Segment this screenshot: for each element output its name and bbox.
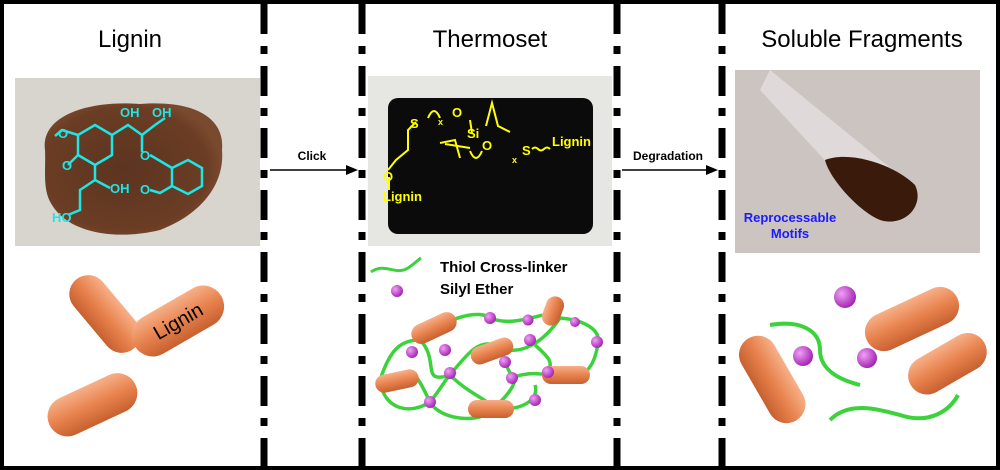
overlay-text-1: Reprocessable xyxy=(744,210,837,225)
crosslinker-legend-icon xyxy=(370,256,422,274)
rod xyxy=(864,286,960,352)
chem-o-2: O xyxy=(62,158,72,173)
separators xyxy=(260,4,726,466)
rod xyxy=(908,332,987,395)
soluble-fragments xyxy=(739,286,987,424)
chem-o-1: O xyxy=(58,126,68,141)
click-label: Click xyxy=(298,149,327,163)
thermoset-structure xyxy=(387,99,551,190)
chem-oh-2: OH xyxy=(152,105,172,120)
lignin-powder-photo: OH OH OH HO O O O O xyxy=(15,78,260,246)
lignin-structure xyxy=(54,116,204,217)
rod xyxy=(69,275,141,353)
silyl-legend-icon xyxy=(391,285,403,297)
legend: Thiol Cross-linker Silyl Ether xyxy=(370,256,568,298)
vial-photo: Reprocessable Motifs xyxy=(735,70,980,253)
chem-o-3: O xyxy=(140,148,150,163)
chem-o-3: O xyxy=(383,169,393,184)
chem-si: Si xyxy=(467,126,479,141)
click-arrow: Click xyxy=(270,149,358,175)
degradation-label: Degradation xyxy=(633,149,703,163)
silyl-ether xyxy=(834,286,856,308)
chem-o-4: O xyxy=(140,182,150,197)
chem-ho: HO xyxy=(52,210,72,225)
rod-labeled xyxy=(131,285,225,357)
chem-s-1: S xyxy=(410,116,419,131)
rod xyxy=(739,335,806,424)
title-thermoset: Thermoset xyxy=(433,26,548,53)
degradation-arrow: Degradation xyxy=(622,149,718,175)
title-soluble-fragments: Soluble Fragments xyxy=(761,26,962,53)
lignin-rods: Lignin xyxy=(47,275,225,437)
crosslinker-fragment xyxy=(769,321,861,387)
legend-thiol-label: Thiol Cross-linker xyxy=(440,259,568,276)
silyl-ether xyxy=(793,346,813,366)
thermoset-photo: S x O Si O x S Lignin O Lignin xyxy=(368,76,612,246)
chem-lignin-2: Lignin xyxy=(552,134,591,149)
chem-x-1: x xyxy=(438,117,443,127)
overlay-text-2: Motifs xyxy=(771,226,809,241)
chem-s-2: S xyxy=(522,143,531,158)
chem-o-2: O xyxy=(482,138,492,153)
chem-oh-1: OH xyxy=(120,105,140,120)
crosslinker-fragment xyxy=(828,393,960,422)
chem-o-1: O xyxy=(452,105,462,120)
silyl-ether xyxy=(857,348,877,368)
chem-oh-3: OH xyxy=(110,181,130,196)
rod xyxy=(47,373,138,437)
chem-x-2: x xyxy=(512,155,517,165)
legend-silyl-label: Silyl Ether xyxy=(440,281,514,298)
chem-lignin-1: Lignin xyxy=(383,189,422,204)
title-lignin: Lignin xyxy=(98,26,162,53)
thermoset-network xyxy=(375,296,603,421)
